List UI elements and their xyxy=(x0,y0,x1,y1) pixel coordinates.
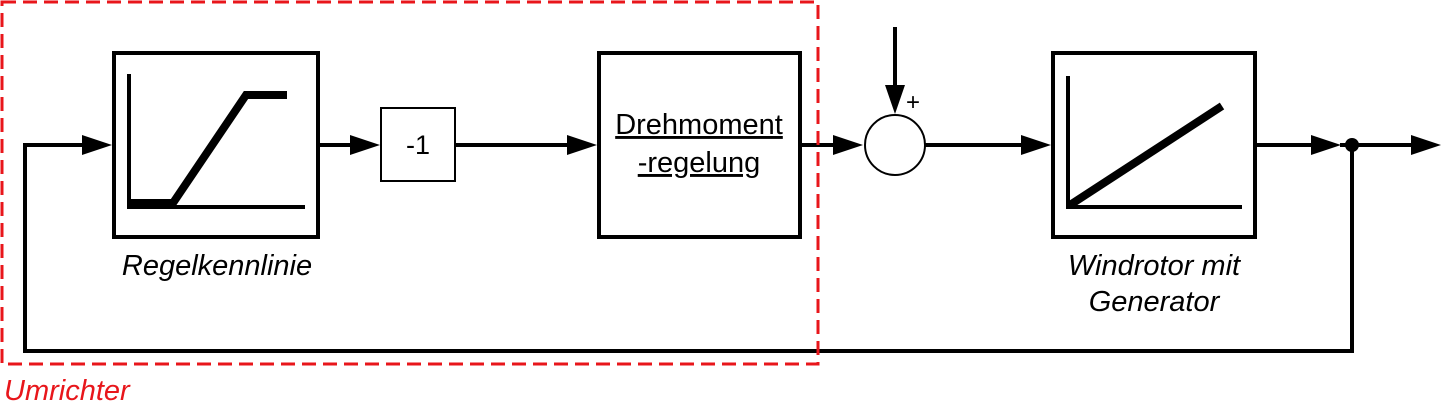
linear-ramp-icon xyxy=(1066,76,1242,209)
converter-label: Umrichter xyxy=(4,375,131,407)
arrow-rotor-output xyxy=(1311,135,1341,155)
characteristic-label: Regelkennlinie xyxy=(122,250,312,282)
arrow-into-torque-control xyxy=(567,135,597,155)
converter-boundary xyxy=(0,0,820,366)
rotor-block xyxy=(1051,51,1257,239)
arrow-into-summing-junction-top xyxy=(885,85,905,114)
feedback-line xyxy=(23,143,1354,353)
arrow-into-summing-junction xyxy=(833,135,863,155)
torque-control-block xyxy=(597,51,802,239)
arrow-system-output xyxy=(1411,135,1441,155)
torque-control-text-line1: Drehmoment xyxy=(615,109,783,141)
arrow-into-gain xyxy=(350,135,380,155)
branch-point xyxy=(1345,138,1359,152)
gain-value: -1 xyxy=(406,130,430,160)
rotor-label-line1: Windrotor mit xyxy=(1068,250,1242,282)
rotor-label-line2: Generator xyxy=(1089,286,1221,318)
torque-control-text-line2: -regelung xyxy=(638,147,761,179)
characteristic-curve-icon xyxy=(127,74,305,209)
arrow-into-rotor xyxy=(1021,135,1051,155)
arrow-into-characteristic xyxy=(82,135,112,155)
summing-junction xyxy=(864,114,926,176)
summing-plus-sign: + xyxy=(906,89,920,116)
